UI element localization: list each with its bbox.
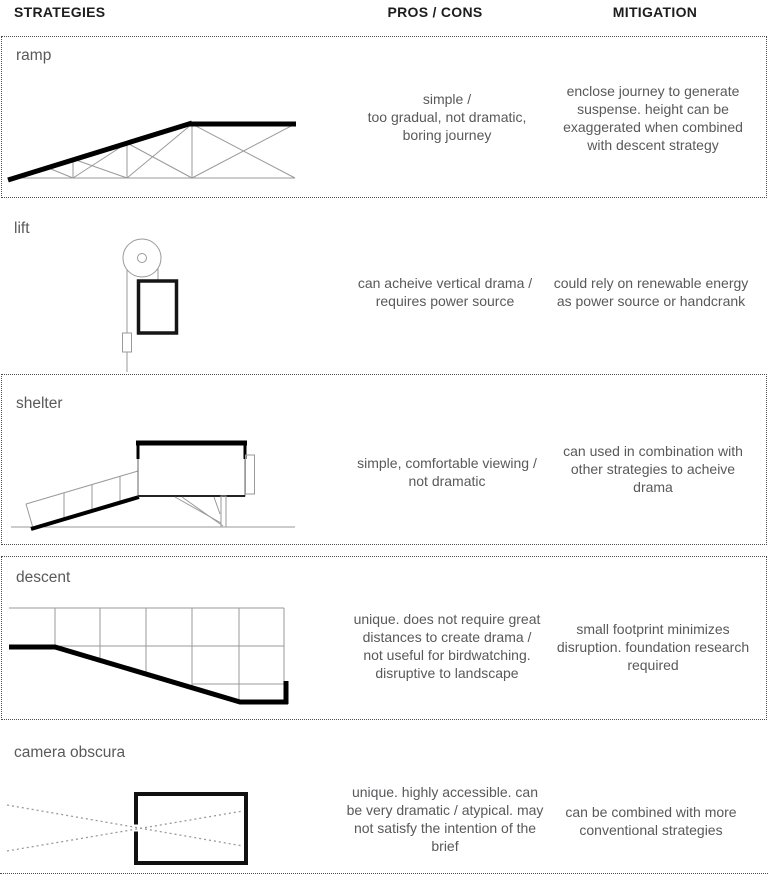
row-descent: descent unique. does not require great d… bbox=[1, 556, 767, 720]
mitigation-lift: could rely on renewable energy as power … bbox=[553, 275, 749, 309]
mitigation-ramp: enclose journey to generate suspense. he… bbox=[563, 83, 743, 153]
row-label-camera-obscura: camera obscura bbox=[14, 744, 126, 761]
pros-cons-ramp: simple / too gradual, not dramatic, bori… bbox=[367, 91, 527, 143]
row-label-ramp: ramp bbox=[16, 47, 52, 64]
lift-diagram bbox=[122, 238, 179, 372]
pros-cons-shelter: simple, comfortable viewing / not dramat… bbox=[357, 455, 537, 489]
ramp-diagram bbox=[7, 120, 296, 183]
pros-cons-descent: unique. does not require great distances… bbox=[353, 611, 541, 681]
descent-diagram bbox=[9, 607, 289, 705]
camera-obscura-diagram bbox=[6, 792, 248, 865]
pros-cons-camera-obscura: unique. highly accessible. can be very d… bbox=[346, 784, 544, 854]
row-camera-obscura: camera obscura unique. highly accessible… bbox=[0, 718, 768, 875]
mitigation-descent: small footprint minimizes disruption. fo… bbox=[556, 621, 750, 673]
bottom-dotted-divider bbox=[0, 873, 768, 874]
row-label-descent: descent bbox=[16, 569, 71, 586]
column-header-mitigation: MITIGATION bbox=[612, 4, 698, 20]
pros-cons-lift: can acheive vertical drama / requires po… bbox=[357, 275, 533, 309]
row-label-lift: lift bbox=[14, 220, 30, 237]
row-shelter: shelter simple, comfortable viewing / no… bbox=[1, 374, 767, 545]
mitigation-shelter: can used in combination with other strat… bbox=[563, 443, 743, 495]
column-header-pros-cons: PROS / CONS bbox=[387, 4, 483, 20]
row-lift: lift can acheive vertical drama / requir… bbox=[0, 196, 768, 374]
column-header-strategies: STRATEGIES bbox=[14, 4, 106, 20]
shelter-diagram bbox=[11, 440, 295, 531]
row-label-shelter: shelter bbox=[16, 395, 63, 412]
row-ramp: ramp simple / too gradual, not dramatic,… bbox=[1, 36, 767, 198]
mitigation-camera-obscura: can be combined with more conventional s… bbox=[565, 804, 737, 838]
